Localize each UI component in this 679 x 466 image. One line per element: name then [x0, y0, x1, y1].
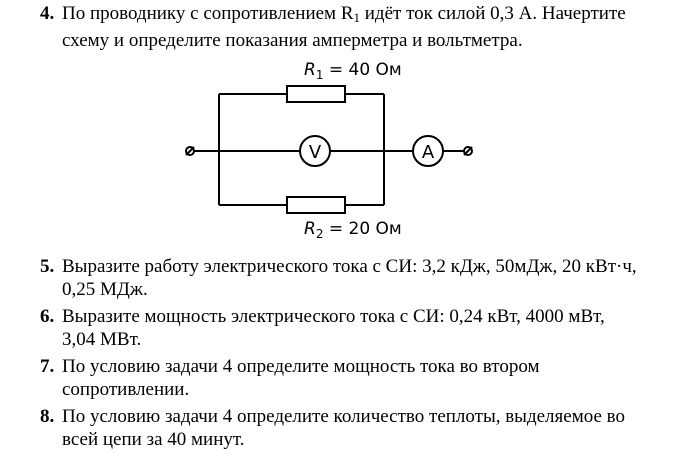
task-line: 3,04 МВт.: [62, 329, 142, 350]
r2-label: R2 = 20 Ом: [304, 219, 402, 241]
task-number: 8.: [40, 406, 55, 427]
task-number: 5.: [40, 256, 55, 277]
task-6: 6. Выразите мощность электрического тока…: [40, 305, 660, 351]
task-5: 5. Выразите работу электрического тока с…: [40, 255, 660, 301]
task-line: Выразите мощность электрического тока с …: [62, 306, 605, 327]
task-8: 8. По условию задачи 4 определите количе…: [40, 405, 660, 451]
task-number: 6.: [40, 306, 55, 327]
resistor-r1: [286, 85, 346, 103]
task-line: По условию задачи 4 определите количеств…: [62, 406, 625, 427]
task-text: По условию задачи 4 определите количеств…: [62, 405, 662, 451]
task-text: Выразите работу электрического тока с СИ…: [62, 255, 662, 301]
task-number: 4.: [40, 3, 55, 24]
task-line: По проводнику с сопротивлением R1 идёт т…: [62, 3, 626, 25]
task-line: По условию задачи 4 определите мощность …: [62, 356, 540, 377]
right-terminal: [463, 146, 473, 156]
task-line: Выразите работу электрического тока с СИ…: [62, 256, 637, 277]
task-text: По проводнику с сопротивлением R1 идёт т…: [62, 2, 662, 52]
r1-label: R1 = 40 Ом: [304, 60, 402, 82]
task-line: 0,25 МДж.: [62, 279, 148, 300]
task-text: Выразите мощность электрического тока с …: [62, 305, 662, 351]
task-line: всей цепи за 40 минут.: [62, 429, 245, 450]
resistor-r2: [286, 196, 346, 214]
task-number: 7.: [40, 356, 55, 377]
voltmeter-label: V: [309, 142, 322, 163]
task-7: 7. По условию задачи 4 определите мощнос…: [40, 355, 660, 401]
ammeter-label: A: [422, 142, 435, 163]
task-line: схему и определите показания амперметра …: [62, 30, 523, 51]
task-line: сопротивлении.: [62, 379, 190, 400]
task-text: По условию задачи 4 определите мощность …: [62, 355, 662, 401]
task-4: 4. По проводнику с сопротивлением R1 идё…: [40, 2, 660, 51]
